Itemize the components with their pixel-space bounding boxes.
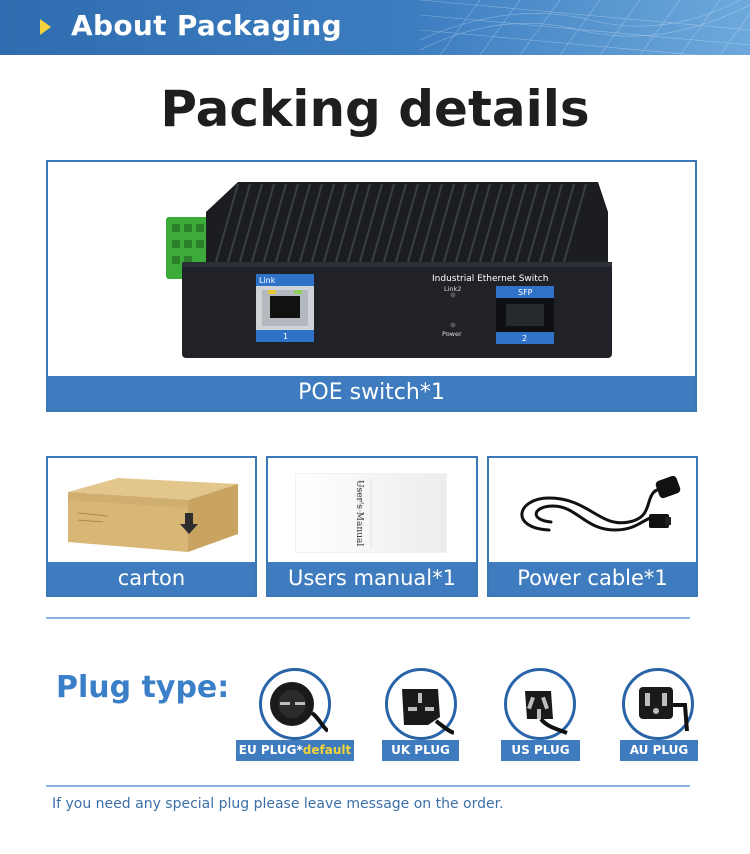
manual-item-card: User's Manual Users manual*1 [266, 456, 478, 597]
manual-image [295, 473, 447, 553]
plug-type-title: Plug type: [56, 670, 230, 705]
header-banner: About Packaging [0, 0, 750, 55]
eu-plug-icon [259, 668, 331, 740]
power-cable-item-card: Power cable*1 [487, 456, 698, 597]
eu-plug-text: EU PLUG* [238, 743, 303, 757]
led-link2-label: Link2 [444, 285, 461, 293]
manual-title-text: User's Manual [354, 480, 364, 547]
model-text: Industrial Ethernet Switch [432, 274, 548, 284]
power-cable-caption: Power cable*1 [489, 562, 696, 595]
eu-plug-label: EU PLUG*default [236, 740, 354, 761]
carton-caption: carton [48, 562, 255, 595]
page-title: Packing details [160, 80, 590, 138]
switch-item-card: Link 1 Industrial Ethernet Switch Link2 … [46, 160, 697, 412]
port-right-number: 2 [522, 334, 527, 343]
uk-plug-label: UK PLUG [382, 740, 459, 761]
power-cable-image [520, 475, 681, 532]
divider-top [46, 617, 690, 619]
us-plug-label: US PLUG [501, 740, 580, 761]
us-plug-icon [504, 668, 576, 740]
led-power-label: Power [442, 330, 462, 338]
au-plug-icon [622, 668, 694, 740]
uk-plug-icon [385, 668, 457, 740]
plug-footnote: If you need any special plug please leav… [52, 796, 504, 812]
port-left-label: Link [259, 276, 276, 285]
mesh-pattern [420, 0, 750, 55]
au-plug-label: AU PLUG [620, 740, 698, 761]
arrow-marker-icon [40, 19, 51, 35]
port-right-label: SFP [518, 288, 533, 297]
switch-caption: POE switch*1 [48, 376, 695, 410]
carton-item-card: carton [46, 456, 257, 597]
header-title: About Packaging [71, 9, 342, 42]
default-tag: default [302, 743, 352, 757]
carton-image [68, 478, 238, 552]
switch-image: Link 1 Industrial Ethernet Switch Link2 … [166, 182, 612, 358]
manual-caption: Users manual*1 [268, 562, 476, 595]
divider-bottom [46, 785, 690, 787]
port-left-number: 1 [283, 332, 288, 341]
